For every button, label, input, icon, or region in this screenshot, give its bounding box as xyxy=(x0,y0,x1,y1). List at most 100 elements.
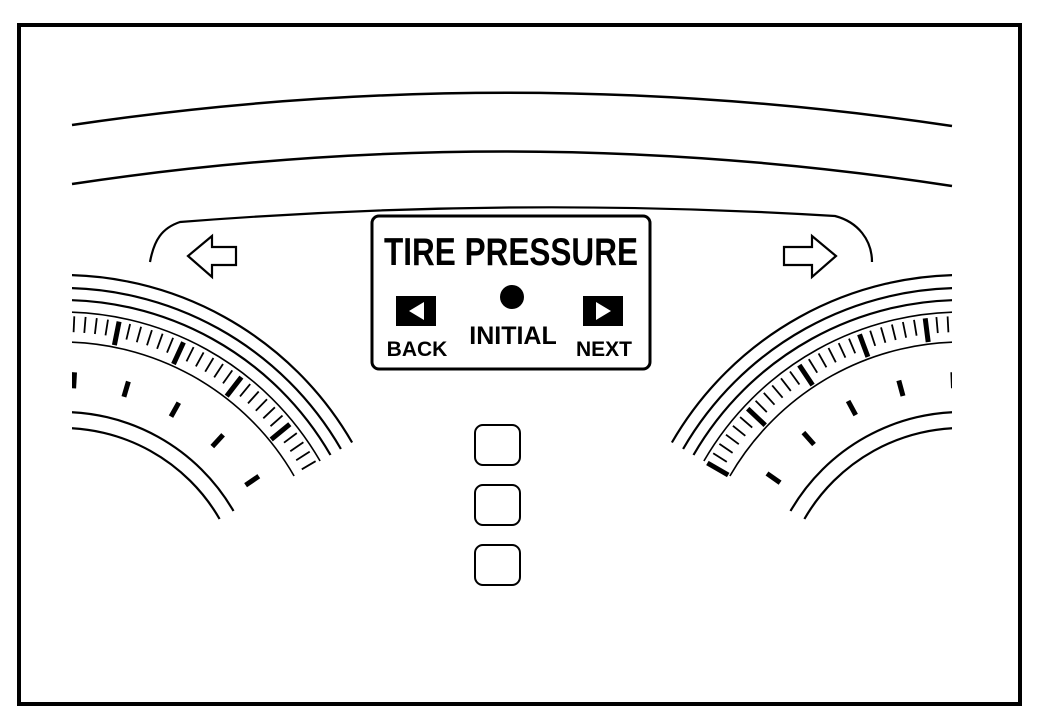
next-label: NEXT xyxy=(576,338,632,361)
gauge-ring xyxy=(670,274,952,444)
gauge-major-tick xyxy=(171,341,186,366)
gauge-number-marker xyxy=(210,433,225,449)
back-control[interactable]: BACK xyxy=(387,296,448,361)
gauge-number-marker xyxy=(950,372,952,389)
gauge-inner-ring xyxy=(803,427,952,520)
gauge-minor-tick xyxy=(104,319,109,336)
indicator-lamp-stack xyxy=(474,424,521,586)
gauge-minor-tick xyxy=(289,441,304,453)
gauge-minor-tick xyxy=(902,321,907,338)
filled-dot-icon xyxy=(500,285,524,309)
gauge-minor-tick xyxy=(185,346,195,362)
gauge-minor-tick xyxy=(283,432,298,444)
gauge-minor-tick xyxy=(946,316,950,333)
gauge-ring xyxy=(72,274,354,444)
gauge-minor-tick xyxy=(72,316,76,333)
left-arrow-icon xyxy=(186,233,238,280)
gauge-minor-tick xyxy=(213,363,224,378)
gauge-minor-tick xyxy=(837,342,847,358)
gauge-major-tick xyxy=(922,317,931,343)
display-title: TIRE PRESSURE xyxy=(384,231,638,274)
gauge-ring xyxy=(72,287,342,450)
diagram-frame xyxy=(17,23,1022,706)
dash-contour-middle xyxy=(71,150,953,188)
gauge-scale-edge xyxy=(72,311,321,462)
initial-label: INITIAL xyxy=(469,322,557,350)
gauge-minor-tick xyxy=(135,326,142,343)
gauge-minor-tick xyxy=(848,338,857,354)
gauge-minor-tick xyxy=(94,317,98,335)
gauge-minor-tick xyxy=(125,323,131,340)
gauge-minor-tick xyxy=(725,433,740,445)
gauge-ring xyxy=(682,287,952,450)
indicator-lamp xyxy=(474,424,521,466)
gauge-major-tick xyxy=(269,422,292,442)
gauge-major-tick xyxy=(797,363,815,387)
gauge-number-marker xyxy=(168,401,181,418)
gauge-inner-ring xyxy=(789,411,952,512)
gauge-minor-tick xyxy=(712,452,728,463)
gauge-minor-tick xyxy=(247,390,260,405)
tire-pressure-display: TIRE PRESSURE BACK INITIAL NEXT xyxy=(370,214,652,371)
next-control[interactable]: NEXT xyxy=(576,296,632,361)
indicator-lamp xyxy=(474,544,521,586)
gauge-minor-tick xyxy=(913,319,918,336)
gauge-minor-tick xyxy=(301,460,317,471)
gauge-minor-tick xyxy=(763,392,776,406)
gauge-number-marker xyxy=(244,474,261,488)
gauge-major-tick xyxy=(857,333,871,358)
gauge-minor-tick xyxy=(789,370,801,386)
gauge-scale-edge xyxy=(703,311,952,462)
gauge-minor-tick xyxy=(195,351,205,367)
gauge-minor-tick xyxy=(817,352,828,368)
left-gauge xyxy=(72,274,354,520)
display-hood xyxy=(148,206,874,263)
gauge-ring xyxy=(72,299,332,456)
gauge-minor-tick xyxy=(204,357,215,373)
gauge-minor-tick xyxy=(166,337,174,353)
gauge-scale-edge xyxy=(72,341,295,477)
gauge-minor-tick xyxy=(754,400,768,413)
gauge-minor-tick xyxy=(739,416,753,429)
indicator-lamp xyxy=(474,484,521,526)
gauge-number-marker xyxy=(765,471,782,485)
gauge-minor-tick xyxy=(156,333,164,350)
right-gauge xyxy=(670,274,952,520)
gauge-number-marker xyxy=(121,380,131,398)
gauge-major-tick xyxy=(745,406,767,428)
right-arrow-icon xyxy=(782,233,838,280)
gauge-minor-tick xyxy=(880,327,887,344)
gauge-number-marker xyxy=(845,399,858,417)
gauge-scale-edge xyxy=(729,341,952,477)
gauge-number-marker xyxy=(896,379,906,397)
gauge-minor-tick xyxy=(732,425,746,437)
gauge-minor-tick xyxy=(827,347,837,363)
gauge-minor-tick xyxy=(146,329,153,346)
gauge-minor-tick xyxy=(935,317,939,334)
gauge-number-marker xyxy=(801,430,816,447)
gauge-major-tick xyxy=(111,321,122,346)
gauge-number-marker xyxy=(72,372,77,389)
back-label: BACK xyxy=(387,338,448,361)
gauge-minor-tick xyxy=(808,358,818,374)
gauge-major-tick xyxy=(706,460,730,478)
gauge-minor-tick xyxy=(718,443,734,454)
gauge-minor-tick xyxy=(780,377,792,392)
gauge-minor-tick xyxy=(255,398,268,412)
dash-contour-top xyxy=(71,91,953,128)
triangle-right-icon xyxy=(596,302,611,320)
gauge-minor-tick xyxy=(295,450,311,461)
gauge-minor-tick xyxy=(869,330,877,347)
gauge-minor-tick xyxy=(222,369,234,384)
gauge-minor-tick xyxy=(771,384,784,399)
gauge-minor-tick xyxy=(83,316,87,333)
gauge-minor-tick xyxy=(891,324,897,341)
triangle-left-icon xyxy=(409,302,424,320)
gauge-minor-tick xyxy=(269,414,284,427)
gauge-inner-ring xyxy=(72,411,235,512)
gauge-major-tick xyxy=(224,375,244,398)
gauge-minor-tick xyxy=(262,406,276,419)
gauge-ring xyxy=(692,299,952,456)
gauge-minor-tick xyxy=(239,383,251,397)
